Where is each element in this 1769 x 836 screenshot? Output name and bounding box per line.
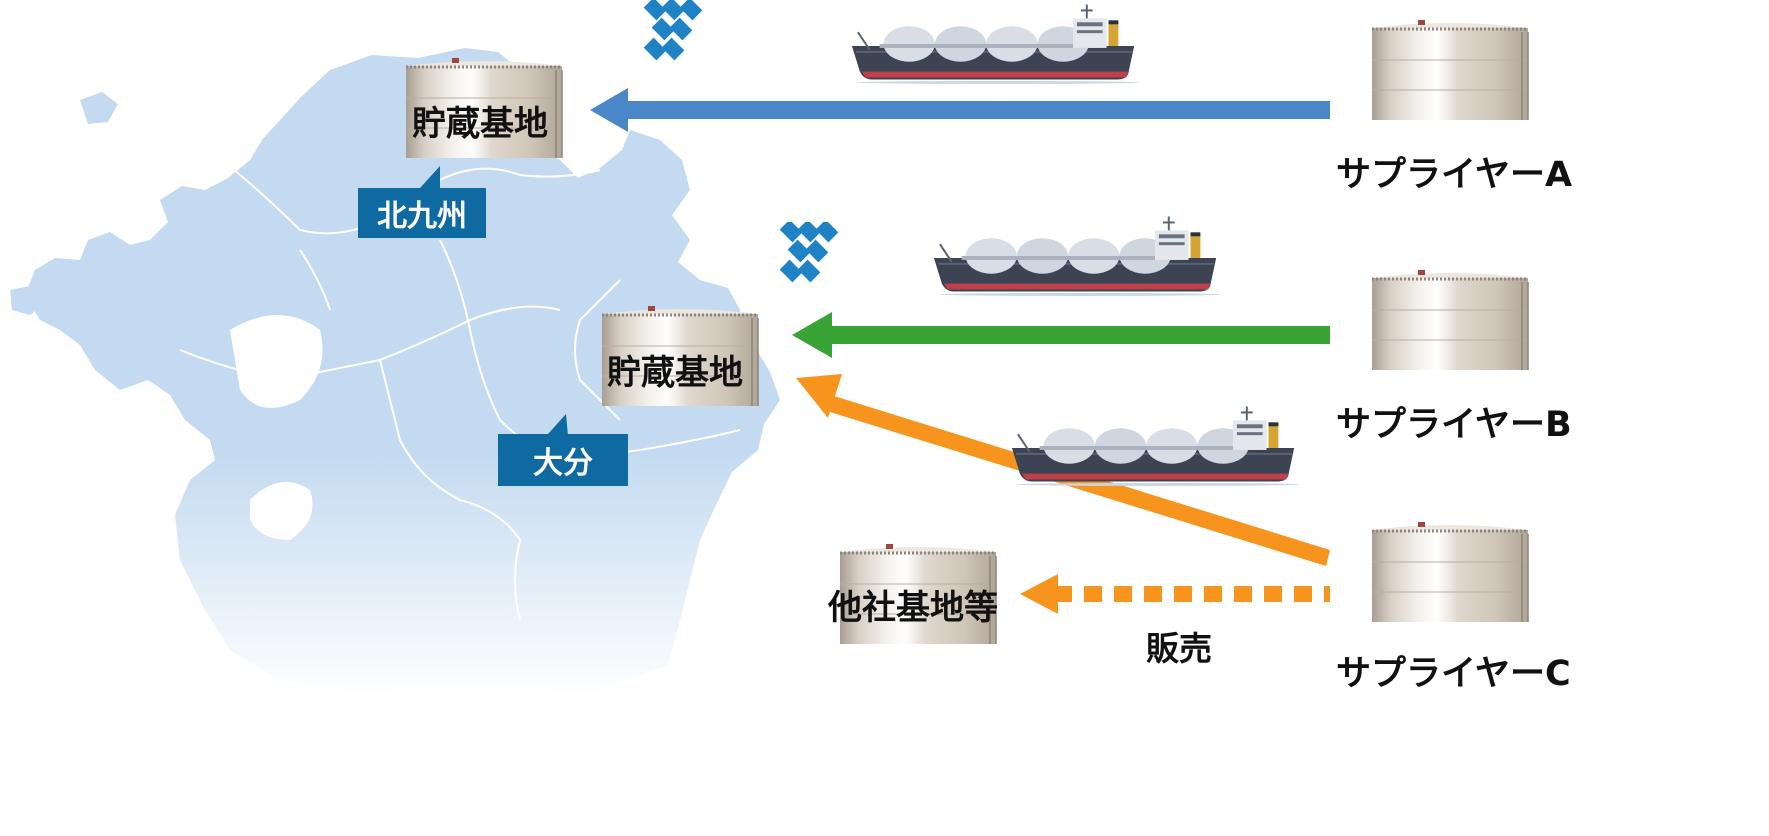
arrow-supplier-a (590, 88, 1330, 132)
storage-tank-icon (1370, 18, 1530, 122)
satellite-icon (779, 222, 839, 283)
arrow-supplier-b (792, 312, 1330, 358)
storage-tank-icon (1370, 520, 1530, 624)
lng-ship-icon (932, 216, 1224, 296)
storage-tank-icon (1370, 268, 1530, 372)
lng-ship-icon (1010, 406, 1302, 486)
region-tag-oita: 大分 (498, 434, 628, 486)
storage-label-north: 貯蔵基地 (412, 104, 548, 144)
region-tag-pointer (420, 166, 440, 190)
storage-label-east: 貯蔵基地 (607, 353, 743, 393)
sale-label: 販売 (1146, 629, 1212, 668)
satellite-icon (643, 0, 703, 61)
supplier-b-label: サプライヤーB (1336, 405, 1572, 445)
arrow-sale-dashed (1020, 574, 1330, 614)
region-tag-pointer (548, 414, 568, 436)
supplier-a-label: サプライヤーA (1336, 155, 1573, 195)
region-tag-kitakyushu: 北九州 (358, 188, 486, 238)
supplier-c-label: サプライヤーC (1336, 654, 1571, 694)
lng-ship-icon (850, 4, 1142, 84)
other-base-label: 他社基地等 (828, 588, 998, 628)
